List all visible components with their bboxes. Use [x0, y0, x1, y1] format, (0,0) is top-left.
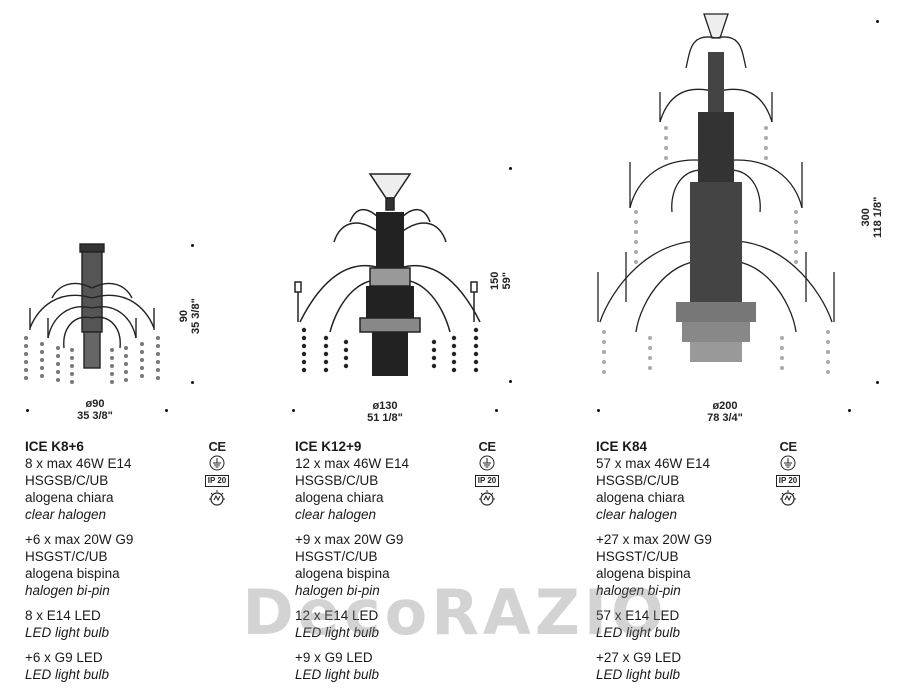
spec-line: halogen bi-pin [295, 583, 380, 598]
height-dimension: 150 59" [489, 272, 513, 290]
spec-line: +9 x max 20W G9 [295, 532, 404, 547]
spec-line: alogena bispina [295, 566, 390, 581]
dimension-marker [597, 409, 600, 412]
ce-mark-icon: CE [779, 439, 797, 454]
bulb-icon [209, 490, 225, 506]
spec-line: alogena bispina [25, 566, 120, 581]
dimension-marker [26, 409, 29, 412]
spec-line: 57 x max 46W E14 [596, 456, 711, 471]
spec-line: LED light bulb [25, 625, 110, 640]
spec-line: LED light bulb [596, 625, 681, 640]
chandelier-drawing-k8 [24, 243, 160, 384]
ip-rating-badge: IP 20 [204, 475, 230, 487]
spec-line: alogena chiara [596, 490, 685, 505]
spec-line: clear halogen [295, 507, 377, 522]
watermark-logo: DecoRAZIO [242, 576, 668, 649]
ground-icon [780, 455, 796, 471]
ground-icon [209, 455, 225, 471]
dimension-marker [509, 380, 512, 383]
diameter-in: 51 1/8" [367, 412, 403, 424]
spec-line: alogena bispina [596, 566, 691, 581]
dimension-marker [495, 409, 498, 412]
spec-line: HSGST/C/UB [25, 549, 108, 564]
height-cm: 300 [860, 208, 872, 227]
spec-line: 12 x max 46W E14 [295, 456, 410, 471]
spec-line: clear halogen [596, 507, 678, 522]
dimension-marker [165, 409, 168, 412]
spec-line: 12 x E14 LED [295, 608, 379, 623]
height-in: 118 1/8" [872, 196, 884, 238]
spec-line: 57 x E14 LED [596, 608, 680, 623]
spec-line: HSGSB/C/UB [25, 473, 109, 488]
spec-line: halogen bi-pin [596, 583, 681, 598]
diameter-dimension: ø200 78 3/4" [680, 400, 770, 424]
spec-line: HSGSB/C/UB [596, 473, 680, 488]
spec-line: +6 x max 20W G9 [25, 532, 134, 547]
bulb-icon [780, 490, 796, 506]
dimension-marker [191, 381, 194, 384]
dimension-marker [876, 20, 879, 23]
spec-line: HSGST/C/UB [596, 549, 679, 564]
diameter-in: 35 3/8" [77, 410, 113, 422]
spec-line: LED light bulb [25, 667, 110, 682]
spec-line: +27 x G9 LED [596, 650, 682, 665]
chandelier-drawing-k12 [294, 173, 481, 376]
diameter-dimension: ø130 51 1/8" [345, 400, 425, 424]
height-in: 59" [501, 272, 513, 290]
height-cm: 150 [489, 271, 501, 290]
diameter-cm: ø130 [372, 400, 398, 412]
spec-line: LED light bulb [295, 625, 380, 640]
spec-line: +6 x G9 LED [25, 650, 103, 665]
height-cm: 90 [178, 309, 190, 323]
certification-icons: CE IP 20 [197, 438, 237, 508]
diameter-in: 78 3/4" [707, 412, 743, 424]
ce-mark-icon: CE [208, 439, 226, 454]
certification-icons: CE IP 20 [768, 438, 808, 508]
spec-line: halogen bi-pin [25, 583, 110, 598]
diameter-cm: ø90 [85, 398, 105, 410]
spec-line: alogena chiara [295, 490, 384, 505]
height-dimension: 300 118 1/8" [860, 197, 884, 238]
certification-icons: CE IP 20 [467, 438, 507, 508]
dimension-marker [191, 244, 194, 247]
product-name: ICE K84 [596, 439, 648, 454]
spec-line: 8 x max 46W E14 [25, 456, 132, 471]
height-dimension: 90 35 3/8" [178, 298, 202, 334]
spec-block-k8: ICE K8+6 8 x max 46W E14 HSGSB/C/UB alog… [25, 438, 195, 683]
spec-line: HSGST/C/UB [295, 549, 378, 564]
ip-rating-badge: IP 20 [775, 475, 801, 487]
spec-line: HSGSB/C/UB [295, 473, 379, 488]
dimension-marker [876, 381, 879, 384]
spec-line: 8 x E14 LED [25, 608, 101, 623]
ce-mark-icon: CE [478, 439, 496, 454]
dimension-marker [509, 167, 512, 170]
diameter-cm: ø200 [712, 400, 738, 412]
spec-line: alogena chiara [25, 490, 114, 505]
chandelier-drawing-k84 [597, 13, 835, 374]
ip-rating-badge: IP 20 [474, 475, 500, 487]
spec-line: +9 x G9 LED [295, 650, 373, 665]
spec-line: LED light bulb [295, 667, 380, 682]
ground-icon [479, 455, 495, 471]
spec-block-k84: ICE K84 57 x max 46W E14 HSGSB/C/UB alog… [596, 438, 771, 683]
dimension-marker [848, 409, 851, 412]
spec-line: clear halogen [25, 507, 107, 522]
height-in: 35 3/8" [190, 298, 202, 334]
dimension-marker [292, 409, 295, 412]
diameter-dimension: ø90 35 3/8" [55, 398, 135, 422]
spec-block-k12: ICE K12+9 12 x max 46W E14 HSGSB/C/UB al… [295, 438, 465, 683]
product-name: ICE K8+6 [25, 439, 84, 454]
spec-line: LED light bulb [596, 667, 681, 682]
product-name: ICE K12+9 [295, 439, 362, 454]
bulb-icon [479, 490, 495, 506]
spec-line: +27 x max 20W G9 [596, 532, 712, 547]
